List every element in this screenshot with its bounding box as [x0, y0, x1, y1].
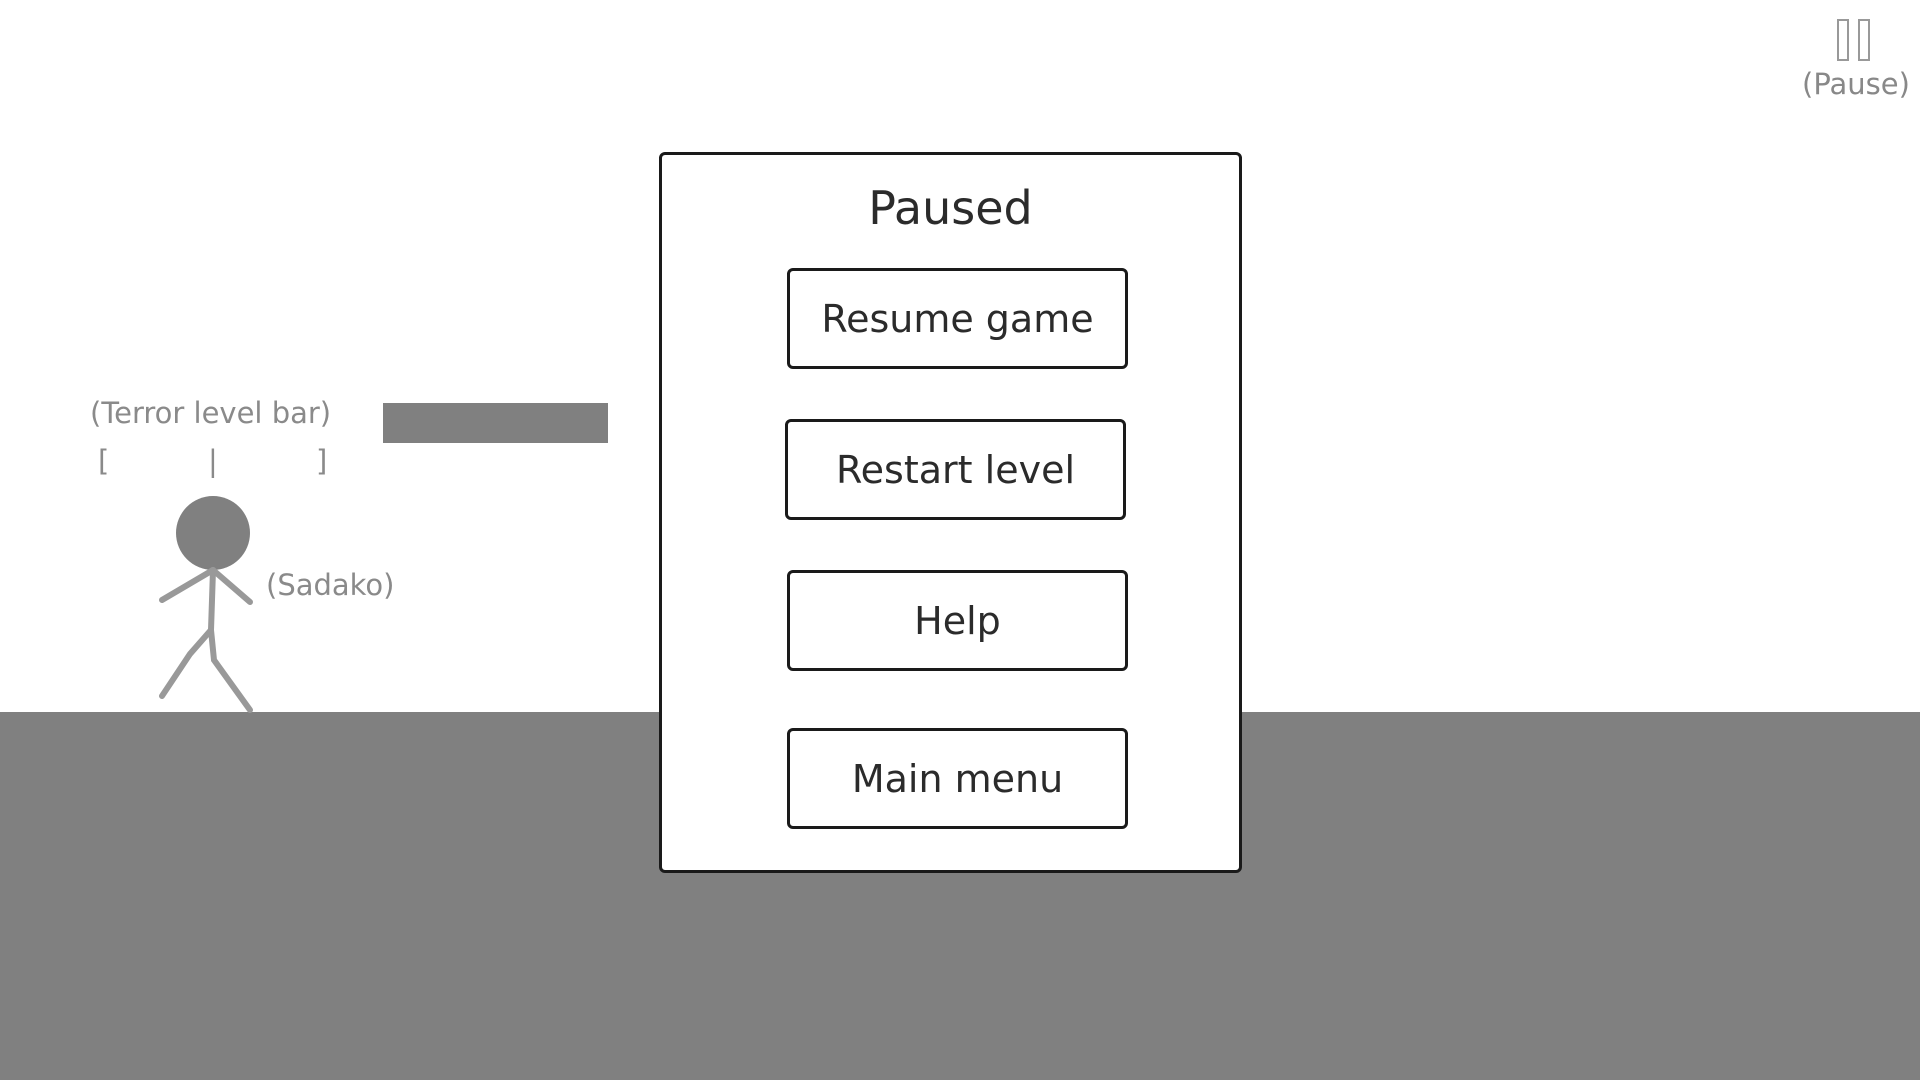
pause-menu-title: Paused [868, 181, 1033, 235]
main-menu-button[interactable]: Main menu [787, 728, 1128, 829]
pause-button[interactable]: (Pause) [1800, 12, 1912, 107]
terror-level-scale: [ | ] [96, 444, 336, 480]
terror-level-bar [383, 403, 608, 443]
terror-scale-left-bracket: [ [98, 444, 110, 478]
terror-level-label: (Terror level bar) [90, 396, 332, 430]
pause-menu-dialog: Paused Resume game Restart level Help Ma… [659, 152, 1242, 873]
terror-scale-mid-tick: | [208, 444, 218, 478]
terror-level-bar-fill [383, 403, 608, 443]
sadako-head [176, 496, 250, 570]
pause-icon [1837, 19, 1870, 61]
pause-label: (Pause) [1802, 67, 1910, 101]
help-button[interactable]: Help [787, 570, 1128, 671]
sadako-character [159, 496, 253, 713]
sadako-body [159, 567, 253, 713]
resume-game-button[interactable]: Resume game [787, 268, 1128, 369]
restart-level-button[interactable]: Restart level [785, 419, 1126, 520]
sadako-label: (Sadako) [266, 568, 395, 602]
terror-scale-right-bracket: ] [316, 444, 328, 478]
